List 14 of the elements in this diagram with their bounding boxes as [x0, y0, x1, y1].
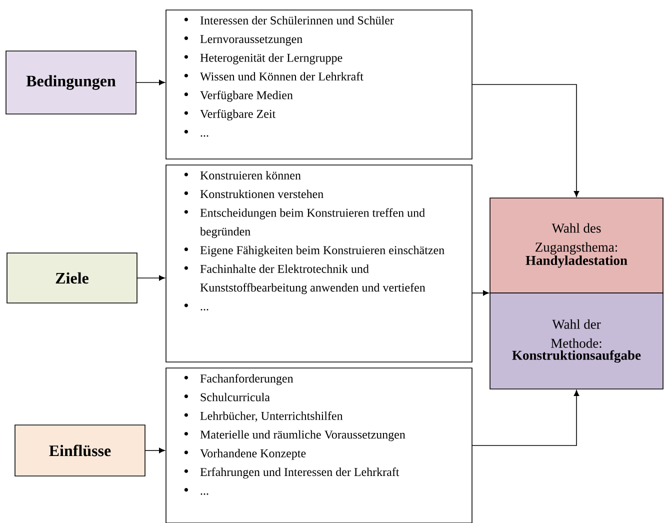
bullet-list-box: Konstruieren können Konstruktionen verstehen Entscheidungen beim Konstruieren treffen und begründen Eigene Fähigkeiten beim Konstruieren einschätzen Fachinhalte der Elektrotechnik und Kunststoffbearbeitung anwenden und vertiefen ... [166, 164, 472, 362]
category-box: Bedingungen [6, 50, 136, 114]
category-box: Ziele [6, 252, 138, 304]
result-box: Wahl des Zugangsthema: Handyladestation [490, 198, 664, 294]
arrow [136, 80, 165, 86]
arrow [472, 84, 580, 197]
bullet-list-box: Interessen der Schülerinnen und Schüler Lernvoraussetzungen Heterogenität der Lerngruppe Wissen und Können der Lehrkraft Verfügbare Medien Verfügbare Zeit ... [166, 10, 472, 160]
arrow [472, 290, 489, 296]
category-box: Einflüsse [14, 424, 146, 476]
arrow [144, 448, 165, 454]
bullet-list-box: Fachanforderungen Schulcurricula Lehrbücher, Unterrichtshilfen Materielle und räumliche Voraussetzungen Vorhandene Konzepte Erfahrungen und Interessen der Lehrkraft ... [166, 368, 472, 523]
arrow [136, 275, 165, 281]
result-box: Wahl der Methode: Konstruktionsaufgabe [490, 292, 664, 390]
arrow [472, 390, 580, 446]
